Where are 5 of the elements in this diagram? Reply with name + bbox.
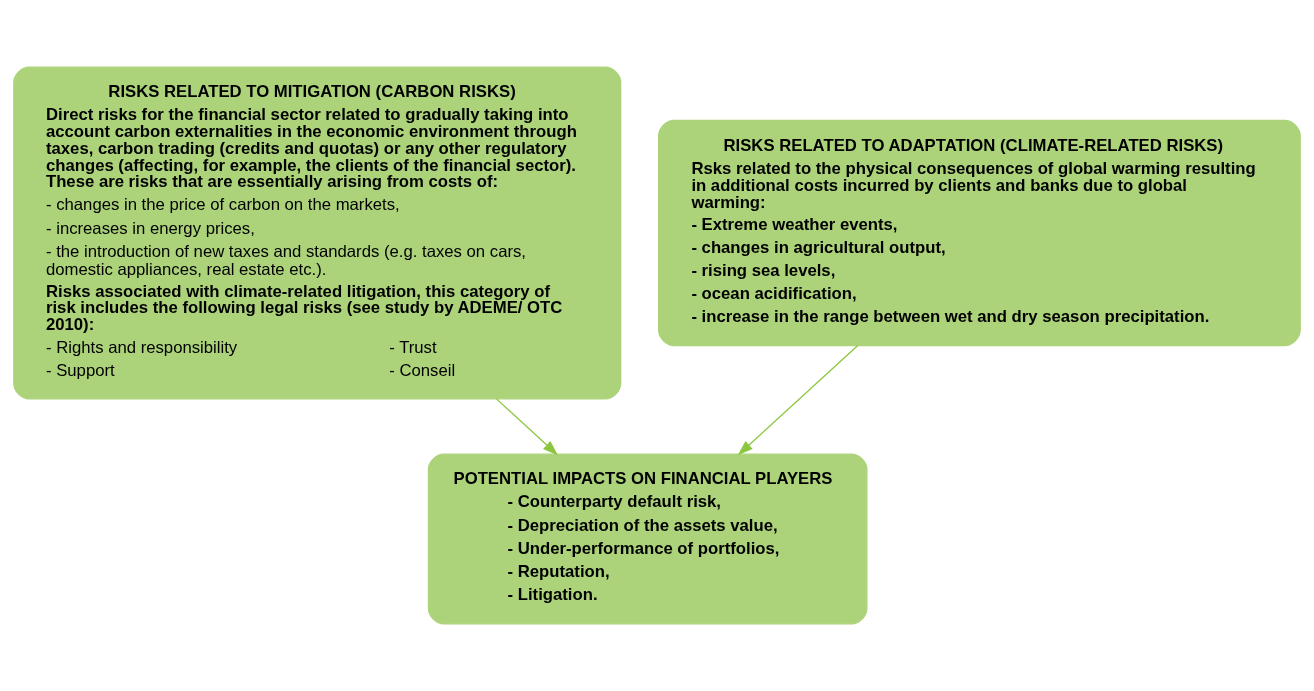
- arrow: [737, 344, 859, 456]
- node-box: POTENTIAL IMPACTS ON FINANCIAL PLAYERS - Counterparty default risk, - Depreciation of the assets value, - Under-performance of portfolios, - Reputation, - Litigation.: [427, 453, 868, 625]
- node-box: RISKS RELATED TO ADAPTATION (CLIMATE-RELATED RISKS) Rsks related to the physical consequences of global warming resulting in additional costs incurred by clients and banks due to global warming: - Extreme weather events, - changes in agricultural output, - rising sea levels, - ocean acidification, - increase in the range between wet and dry season precipitation.: [657, 119, 1301, 347]
- node-box: RISKS RELATED TO MITIGATION (CARBON RISKS) Direct risks for the financial sector related to gradually taking into account carbon externalities in the economic environment through taxes, carbon trading (credits and quotas) or any other regulatory changes (affecting, for example, the clients of the financial sector). These are risks that are essentially arising from costs of: - changes in the price of carbon on the markets, - increases in energy prices, - the introduction of new taxes and standards (e.g. taxes on cars, domestic appliances, real estate etc.). Risks associated with climate-related litigation, this category of risk includes the following legal risks (see study by ADEME/ OTC 2010): - Rights and responsibility - Trust - Support - Conseil: [13, 66, 622, 400]
- arrow: [495, 398, 559, 456]
